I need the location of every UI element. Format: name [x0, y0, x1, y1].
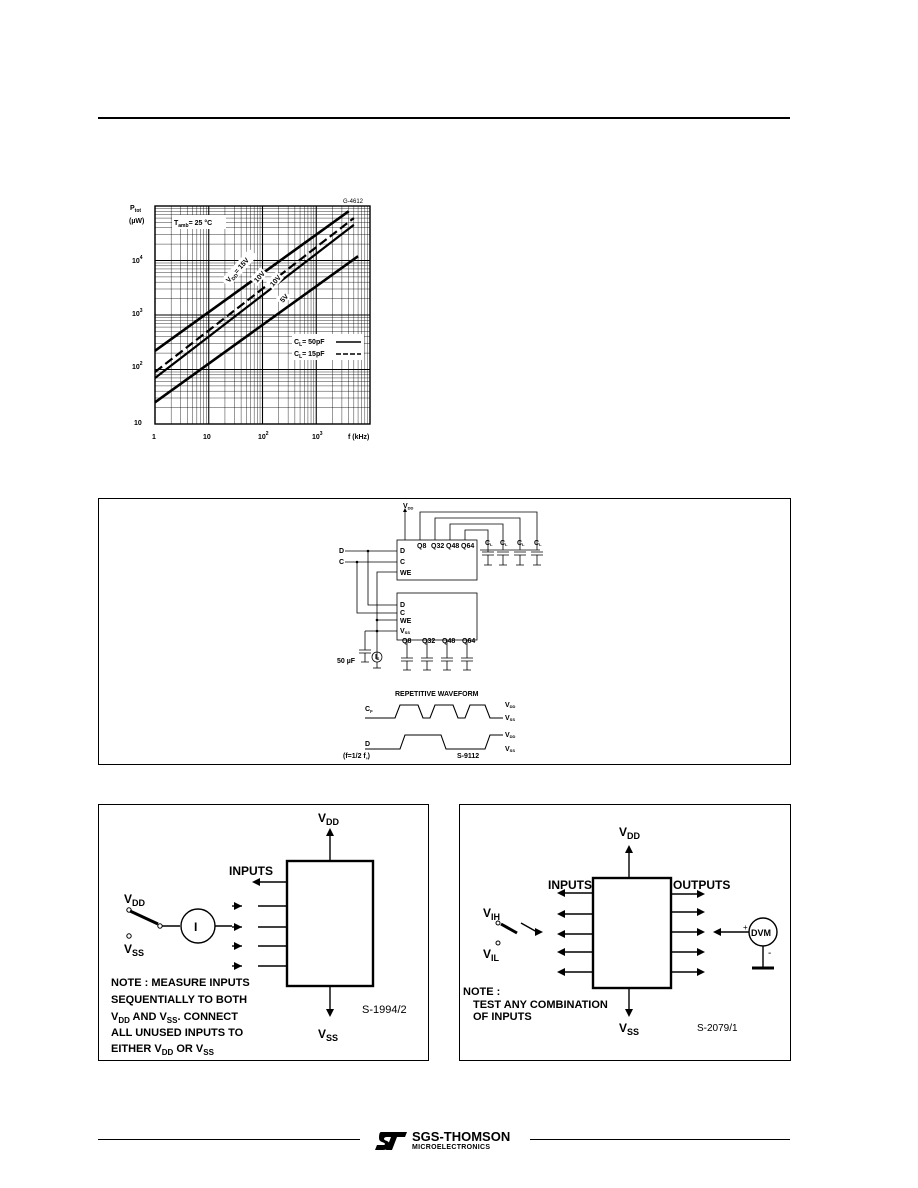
legend-15pf: CL= 15pF — [294, 351, 325, 360]
chip2-pin-c: C — [400, 610, 405, 617]
wave-c-label: Cp — [365, 706, 373, 713]
curve-label-5v: 5V — [279, 293, 290, 304]
chip1-out-q32: Q32 — [431, 543, 444, 550]
y-axis-label: Ptot — [130, 205, 141, 214]
chart-grid — [154, 205, 371, 425]
ic-note-line2: SEQUENTIALLY TO BOTH — [111, 994, 247, 1006]
chip2-out-q32: Q32 — [422, 638, 435, 645]
input-current-diagram: VDD VSS INPUTS VDD VSS I NOTE : MEASURE … — [111, 811, 407, 1057]
series-line-1 — [154, 210, 350, 352]
cl-label-4: CL — [534, 540, 542, 547]
footer-subbrand: MICROELECTRONICS — [412, 1144, 491, 1151]
ni-dvm-plus: + — [743, 923, 748, 932]
wave-d-note: (f=1/2 fp) — [343, 753, 370, 760]
footer-brand: SGS-THOMSON — [412, 1129, 511, 1144]
power-dissipation-chart: G-4612 Ptot (µW) 104 103 102 10 1 10 102… — [129, 199, 371, 441]
ni-inputs-label: INPUTS — [548, 878, 592, 892]
st-logo-icon — [375, 1132, 407, 1150]
cl-label-1: CL — [485, 540, 493, 547]
y-tick-10: 10 — [134, 420, 142, 427]
ic-meter-label: I — [194, 920, 197, 934]
plot-frame — [154, 205, 371, 425]
ic-note-line4: ALL UNUSED INPUTS TO — [111, 1027, 244, 1039]
ic-note-line3: VDD AND VSS. CONNECT — [111, 1011, 238, 1025]
test-circuit-panel — [98, 498, 791, 765]
ni-outputs-label: OUTPUTS — [673, 878, 730, 892]
cl-label-3: CL — [517, 540, 525, 547]
wave-d-label: D — [365, 741, 370, 748]
x-tick-10e3: 103 — [312, 431, 323, 441]
waveform-title: REPETITIVE WAVEFORM — [395, 691, 479, 698]
chip2-pin-we: WE — [400, 618, 412, 625]
footer-rule-right — [530, 1139, 790, 1140]
chart-lines — [154, 210, 359, 404]
ic-note-line5: EITHER VDD OR VSS — [111, 1043, 215, 1057]
chip1-pin-we: WE — [400, 570, 412, 577]
test-circuit-code: S-9112 — [457, 753, 479, 760]
ic-switch-vss: VSS — [124, 942, 144, 958]
ni-vss-label: VSS — [619, 1021, 639, 1037]
footer-rule-left — [98, 1139, 360, 1140]
ni-dvm-label: DVM — [751, 928, 771, 938]
x-tick-1: 1 — [152, 434, 156, 441]
chip2-out-q48: Q48 — [442, 638, 455, 645]
ni-note-line2: TEST ANY COMBINATION — [473, 999, 608, 1011]
series-line-3 — [154, 224, 355, 379]
ic-vss-label: VSS — [318, 1027, 338, 1043]
y-axis-unit: (µW) — [129, 218, 144, 225]
y-tick-10e4: 104 — [132, 255, 143, 265]
chip2-pin-d: D — [400, 602, 405, 609]
ic-switch-vdd: VDD — [124, 892, 146, 908]
test-circuit-diagram: VDD D C WE Q8 Q32 Q48 Q64 D C CL CL CL C… — [337, 503, 543, 760]
chart-code: G-4612 — [343, 199, 364, 205]
ni-note-line1: NOTE : — [463, 986, 500, 998]
chip1-out-q64: Q64 — [461, 543, 474, 550]
chip2-out-q8: Q8 — [402, 638, 411, 645]
ni-note-line3: OF INPUTS — [473, 1011, 532, 1023]
noise-immunity-panel — [459, 804, 791, 1061]
input-c-label: C — [339, 559, 344, 566]
ic-inputs-label: INPUTS — [229, 864, 273, 878]
x-axis-label: f (kHz) — [348, 434, 369, 441]
ni-code: S-2079/1 — [697, 1023, 738, 1034]
header-rule — [98, 117, 790, 119]
ic-note-line1: NOTE : MEASURE INPUTS — [111, 977, 250, 989]
wave1-vdd: VDD — [505, 702, 516, 709]
temp-label: Tamb= 25 °C — [174, 219, 212, 229]
wave2-vdd: VDD — [505, 732, 516, 739]
vdd-label: VDD — [403, 503, 414, 511]
wave1-vss: VSS — [505, 715, 515, 722]
y-tick-10e3: 103 — [132, 308, 143, 318]
cl-label-2: CL — [500, 540, 508, 547]
noise-immunity-diagram: VDD VSS INPUTS OUTPUTS VIH VIL DVM + - N… — [463, 825, 778, 1037]
ni-dvm-minus: - — [768, 948, 771, 959]
meter-label: IS — [375, 654, 380, 661]
chip1-pin-d: D — [400, 548, 405, 555]
ni-vdd-label: VDD — [619, 825, 641, 841]
chip1-out-q48: Q48 — [446, 543, 459, 550]
y-tick-10e2: 102 — [132, 361, 143, 371]
legend-50pf: CL= 50pF — [294, 339, 325, 348]
series-line-4 — [154, 255, 359, 404]
input-current-panel — [98, 804, 429, 1061]
ni-vih-label: VIH — [483, 906, 500, 922]
cap-label: 50 µF — [337, 658, 356, 665]
series-line-2 — [154, 217, 355, 373]
ic-vdd-label: VDD — [318, 811, 340, 827]
chip2-pin-vss: VSS — [400, 628, 410, 635]
chip2-out-q64: Q64 — [462, 638, 475, 645]
ic-code: S-1994/2 — [362, 1004, 407, 1016]
wave2-vss: VSS — [505, 746, 515, 753]
input-d-label: D — [339, 548, 344, 555]
x-tick-10: 10 — [203, 434, 211, 441]
ni-vil-label: VIL — [483, 947, 500, 963]
x-tick-10e2: 102 — [258, 431, 269, 441]
chip1-out-q8: Q8 — [417, 543, 426, 550]
chip1-pin-c: C — [400, 559, 405, 566]
